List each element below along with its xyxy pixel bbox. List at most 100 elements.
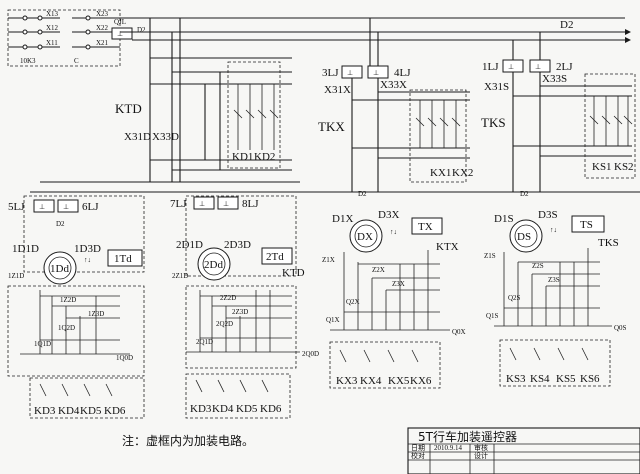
section3-box: TX bbox=[418, 221, 433, 233]
label-10k3: 10K3 bbox=[20, 57, 36, 65]
section2-terminal-left: 2D1D bbox=[176, 239, 203, 251]
label-qjl: QJL bbox=[114, 18, 126, 26]
svg-text:⊥: ⊥ bbox=[39, 203, 45, 211]
section3-q1x: Q1X bbox=[326, 316, 340, 324]
section4-terminal-x33s: X33S bbox=[542, 73, 567, 85]
svg-text:⊥: ⊥ bbox=[63, 203, 69, 211]
title-row-date-label: 日期 bbox=[411, 444, 425, 452]
section2-z3d: 2Z3D bbox=[232, 308, 248, 316]
section2-q2d: 2Q2D bbox=[216, 320, 233, 328]
svg-text:⊥: ⊥ bbox=[535, 63, 541, 71]
label-c: C bbox=[74, 57, 79, 65]
section4-z2s: Z2S bbox=[532, 262, 544, 270]
section1-q1d: 1Q1D bbox=[34, 340, 51, 348]
section1-terminal-x31d: X31D bbox=[124, 131, 151, 143]
section3-contact-kx2: KX2 bbox=[452, 167, 473, 179]
section4-terminal-left: D1S bbox=[494, 213, 514, 225]
section3-ktx: KTX bbox=[436, 241, 459, 253]
section4-limit-right: 2LJ bbox=[556, 61, 573, 73]
svg-text:↑↓: ↑↓ bbox=[84, 256, 91, 264]
label-x12: X12 bbox=[46, 24, 59, 32]
section4-box: TS bbox=[580, 219, 593, 231]
section1-kd4: KD4 bbox=[58, 405, 80, 417]
title-row-design: 设计 bbox=[474, 451, 488, 460]
svg-text:↑↓: ↑↓ bbox=[550, 226, 557, 234]
section2-kd3: KD3 bbox=[190, 403, 212, 415]
section2-kd5: KD5 bbox=[236, 403, 258, 415]
label-x21: X21 bbox=[96, 39, 109, 47]
section3-motor: DX bbox=[357, 231, 373, 243]
section1-z2d: 1Z2D bbox=[60, 296, 76, 304]
svg-text:⊥: ⊥ bbox=[508, 63, 514, 71]
svg-text:⊥: ⊥ bbox=[373, 69, 379, 77]
section3-z2x: Z2X bbox=[372, 266, 385, 274]
section1-d2: D2 bbox=[56, 220, 65, 228]
section2-z2d: 2Z2D bbox=[220, 294, 236, 302]
title-block: 5T行车加装遥控器 日期 2010.9.14 审核 设计 校对 bbox=[407, 427, 640, 474]
section3-limit-right: 4LJ bbox=[394, 67, 411, 79]
section4-ks3: KS3 bbox=[506, 373, 526, 385]
section1-contact-kd1: KD1 bbox=[232, 151, 253, 163]
section1-kd3: KD3 bbox=[34, 405, 56, 417]
section4-relay-label: TKS bbox=[481, 115, 506, 130]
section4-limit-left: 1LJ bbox=[482, 61, 499, 73]
section2-kd4: KD4 bbox=[212, 403, 234, 415]
section1-relay-block: KTD X31D X33D KD1 KD2 bbox=[115, 57, 292, 171]
section1-td-box: 1Td bbox=[114, 253, 132, 265]
section1-z1d: 1Z1D bbox=[8, 272, 24, 280]
section2-q1d: 2Q1D bbox=[196, 338, 213, 346]
section2-q0d: 2Q0D bbox=[302, 350, 319, 358]
section3-contact-kx1: KX1 bbox=[430, 167, 451, 179]
label-x11: X11 bbox=[46, 39, 58, 47]
section1-kd5: KD5 bbox=[80, 405, 102, 417]
section4-relay-block: 1LJ ⊥ ⊥ 2LJ X31S X33S TKS KS1 KS2 bbox=[481, 59, 636, 192]
section1-limit-right: 6LJ bbox=[82, 201, 99, 213]
section1-limit-left: 5LJ bbox=[8, 201, 25, 213]
section2-limit-left: 7LJ bbox=[170, 198, 187, 210]
label-x23: X23 bbox=[96, 10, 109, 18]
section4-q1s: Q1S bbox=[486, 312, 499, 320]
section1-terminal-left: 1D1D bbox=[12, 243, 39, 255]
section3-terminal-right: D3X bbox=[378, 209, 399, 221]
main-switch-block: X13 X23 X12 X11 X22 X21 10K3 C QJL ⊥ D2 bbox=[7, 9, 146, 67]
section4-terminal-x31s: X31S bbox=[484, 81, 509, 93]
section1-relay-label: KTD bbox=[115, 101, 142, 116]
section3-kx3: KX3 bbox=[336, 375, 358, 387]
section2-motor-unit: 7LJ ⊥ ⊥ 8LJ 2D1D 2D3D 2Dd 2Td KTD 2Z1D 2… bbox=[170, 195, 319, 419]
section1-terminal-x33d: X33D bbox=[152, 131, 179, 143]
section3-d2: D2 bbox=[358, 190, 367, 198]
section1-q2d: 1Q2D bbox=[58, 324, 75, 332]
svg-text:⊥: ⊥ bbox=[199, 200, 205, 208]
title-row-check: 校对 bbox=[411, 451, 425, 460]
section3-z3x: Z3X bbox=[392, 280, 405, 288]
svg-text:⊥: ⊥ bbox=[117, 30, 123, 38]
section3-terminal-x31x: X31X bbox=[324, 84, 351, 96]
bus-label-d2: D2 bbox=[560, 19, 573, 31]
section4-d2: D2 bbox=[520, 190, 529, 198]
section3-terminal-x33x: X33X bbox=[380, 79, 407, 91]
section4-contact-ks2: KS2 bbox=[614, 161, 634, 173]
main-buses: D2 bbox=[120, 17, 631, 182]
section3-kx6: KX6 bbox=[410, 375, 432, 387]
section3-relay-label: TKX bbox=[318, 119, 345, 134]
section4-q2s: Q2S bbox=[508, 294, 521, 302]
svg-text:↑↓: ↑↓ bbox=[390, 228, 397, 236]
section3-q0x: Q0X bbox=[452, 328, 466, 336]
section3-q2x: Q2X bbox=[346, 298, 360, 306]
section3-kx4: KX4 bbox=[360, 375, 382, 387]
section4-motor-unit: D2 D1S D3S DS ↑↓ TS TKS Z1S Z2S Z3S Q2S … bbox=[484, 190, 627, 387]
section2-limit-right: 8LJ bbox=[242, 198, 259, 210]
label-x13: X13 bbox=[46, 10, 59, 18]
title-row-review: 审核 bbox=[474, 443, 488, 452]
footnote: 注：虚框内为加装电路。 bbox=[122, 433, 254, 448]
label-x22: X22 bbox=[96, 24, 109, 32]
section1-q0d: 1Q0D bbox=[116, 354, 133, 362]
section2-kd6: KD6 bbox=[260, 403, 282, 415]
section2-ktd: KTD bbox=[282, 267, 305, 279]
section1-terminal-right: 1D3D bbox=[74, 243, 101, 255]
label-d2-small: D2 bbox=[137, 26, 146, 34]
title-text: 5T行车加装遥控器 bbox=[418, 429, 517, 444]
section3-motor-unit: D2 D1X D3X DX ↑↓ TX KTX Z1X Z2X Z3X Q2X … bbox=[322, 190, 466, 389]
